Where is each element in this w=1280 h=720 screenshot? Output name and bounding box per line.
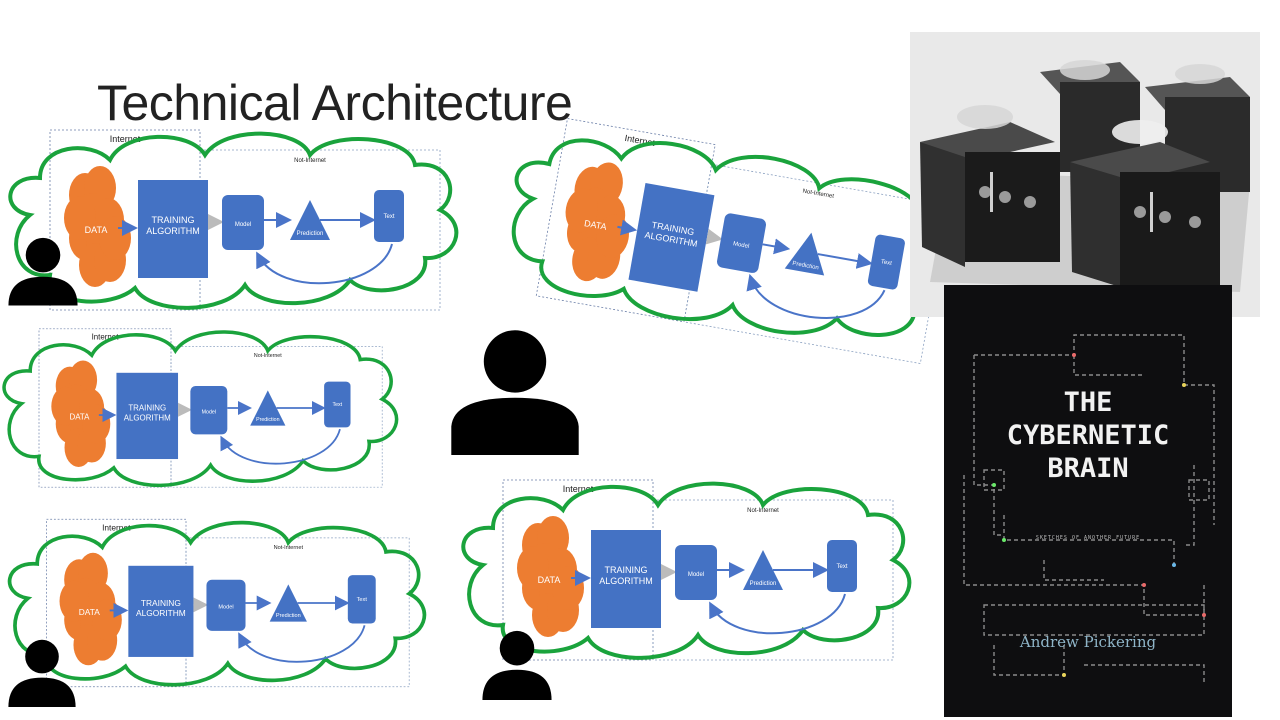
text-label: Text bbox=[332, 402, 342, 408]
person-icon bbox=[482, 630, 552, 700]
book-cover: THE CYBERNETIC BRAIN SKETCHES OF ANOTHER… bbox=[944, 285, 1232, 717]
book-title-line: THE bbox=[1063, 387, 1113, 418]
not-internet-label: Not-Internet bbox=[747, 508, 779, 514]
model-box bbox=[206, 579, 246, 631]
feedback-arrow bbox=[256, 243, 393, 285]
prediction-label: Prediction bbox=[750, 581, 777, 587]
training-algorithm-box bbox=[591, 530, 661, 628]
data-label: DATA bbox=[583, 218, 607, 232]
prediction-label: Prediction bbox=[276, 613, 301, 619]
training-label: ALGORITHM bbox=[136, 608, 186, 618]
text-label: Text bbox=[836, 564, 847, 570]
training-algorithm-box bbox=[628, 183, 715, 292]
model-label: Model bbox=[218, 605, 233, 611]
text-output-box bbox=[347, 575, 376, 624]
feedback-arrow bbox=[220, 428, 341, 465]
model-box bbox=[675, 545, 717, 600]
training-label: TRAINING bbox=[604, 565, 647, 575]
feedback-arrow bbox=[746, 273, 886, 319]
model-label: Model bbox=[235, 222, 251, 228]
prediction-triangle bbox=[743, 550, 783, 590]
book-title-line: BRAIN bbox=[1047, 453, 1129, 484]
book-title-line: CYBERNETIC bbox=[1006, 420, 1170, 451]
training-algorithm-box bbox=[128, 565, 194, 657]
prediction-triangle bbox=[250, 390, 286, 426]
cloud-outline bbox=[2, 330, 399, 488]
internet-label: Internet bbox=[102, 522, 131, 532]
cloud-outline bbox=[7, 520, 427, 687]
training-label: ALGORITHM bbox=[146, 226, 200, 236]
model-label: Model bbox=[202, 409, 216, 415]
not-internet-label: Not-Internet bbox=[294, 158, 326, 164]
model-label: Model bbox=[733, 241, 750, 250]
feedback-arrow bbox=[238, 625, 366, 663]
prediction-label: Prediction bbox=[297, 231, 324, 237]
prediction-label: Prediction bbox=[256, 417, 279, 423]
person-icon bbox=[8, 639, 76, 707]
model-label: Model bbox=[688, 572, 704, 578]
model-box bbox=[222, 195, 264, 250]
training-label: TRAINING bbox=[151, 215, 194, 225]
internet-label: Internet bbox=[563, 484, 594, 494]
slide-title: Technical Architecture bbox=[97, 75, 573, 131]
internet-label: Internet bbox=[92, 332, 120, 341]
data-label: DATA bbox=[79, 607, 100, 617]
book-subtitle: SKETCHES OF ANOTHER FUTURE bbox=[1035, 535, 1141, 541]
text-output-box bbox=[374, 190, 404, 242]
feedback-arrow bbox=[709, 593, 846, 635]
internet-label: Internet bbox=[110, 134, 141, 144]
prediction-triangle bbox=[269, 584, 307, 622]
training-algorithm-box bbox=[138, 180, 208, 278]
prediction-triangle bbox=[290, 200, 330, 240]
training-label: TRAINING bbox=[128, 404, 166, 413]
text-label: Text bbox=[880, 259, 892, 267]
prediction-label: Prediction bbox=[792, 261, 819, 272]
data-blob bbox=[64, 166, 131, 287]
not-internet-label: Not-Internet bbox=[274, 545, 304, 551]
data-label: DATA bbox=[538, 575, 561, 585]
text-output-box bbox=[324, 381, 351, 428]
data-label: DATA bbox=[70, 412, 91, 421]
training-label: ALGORITHM bbox=[124, 413, 171, 422]
machine-photo bbox=[910, 32, 1260, 317]
not-internet-label: Not-Internet bbox=[802, 189, 835, 200]
model-box bbox=[717, 213, 767, 273]
text-label: Text bbox=[357, 597, 368, 603]
person-icon bbox=[8, 237, 78, 306]
cloud-outline bbox=[461, 481, 912, 660]
model-box bbox=[190, 386, 228, 435]
data-blob bbox=[51, 360, 111, 467]
training-label: TRAINING bbox=[141, 598, 181, 608]
data-label: DATA bbox=[85, 225, 108, 235]
prediction-triangle bbox=[784, 232, 825, 276]
data-blob bbox=[59, 552, 122, 666]
text-output-box bbox=[827, 540, 857, 592]
book-author: Andrew Pickering bbox=[1019, 633, 1157, 651]
not-internet-label: Not-Internet bbox=[254, 353, 282, 359]
training-algorithm-box bbox=[116, 372, 179, 460]
text-output-box bbox=[867, 234, 905, 290]
training-label: ALGORITHM bbox=[599, 576, 653, 586]
person-icon bbox=[451, 330, 579, 455]
cloud-outline bbox=[8, 131, 459, 310]
text-label: Text bbox=[383, 214, 394, 220]
